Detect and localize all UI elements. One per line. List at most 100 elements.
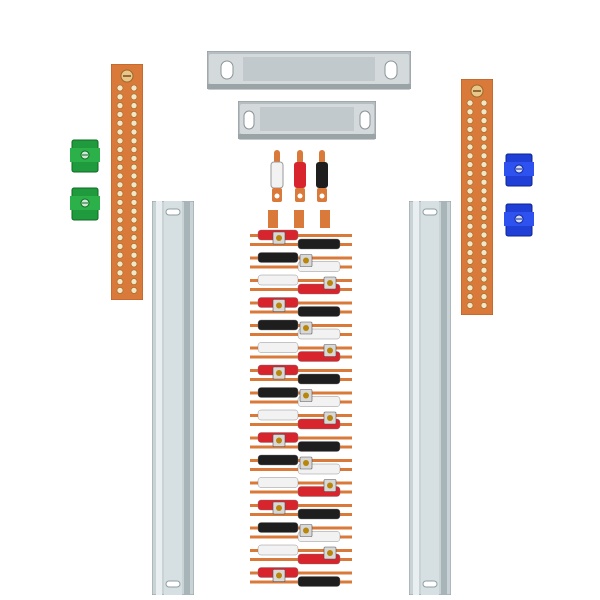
bus-bar-screw bbox=[466, 231, 474, 239]
bus-bar-screw bbox=[480, 205, 488, 212]
busbar-row bbox=[250, 252, 352, 272]
bus-bar-screw bbox=[130, 128, 138, 136]
mounting-bracket-middle bbox=[238, 101, 376, 140]
busbar-row bbox=[250, 432, 352, 452]
bus-bar-screw bbox=[116, 172, 124, 180]
bus-bar-screw bbox=[466, 293, 474, 300]
bus-bar-screw bbox=[466, 152, 474, 160]
bus-bar-screw bbox=[116, 137, 124, 145]
bus-bar-screw bbox=[116, 207, 124, 215]
bus-bar-screw bbox=[480, 275, 488, 283]
bus-bar-screw bbox=[466, 161, 474, 168]
bus-bar-screw bbox=[466, 249, 474, 256]
bus-bar-screw bbox=[466, 240, 474, 248]
busbar-row bbox=[250, 522, 352, 542]
lug-black bbox=[316, 150, 328, 202]
busbar-row bbox=[250, 319, 352, 340]
busbar-row bbox=[250, 364, 352, 385]
bus-bar-screw bbox=[116, 181, 124, 189]
busbar-row bbox=[250, 387, 352, 407]
bus-bar-screw bbox=[466, 266, 474, 274]
blue-neutral-terminal-bottom bbox=[504, 203, 534, 237]
central-busbar-assembly bbox=[250, 210, 352, 587]
bus-bar-screw bbox=[130, 102, 138, 109]
bus-bar-screw bbox=[466, 205, 474, 212]
busbar-row bbox=[250, 477, 352, 497]
bus-bar-screw bbox=[480, 302, 488, 309]
bus-bar-screw bbox=[116, 216, 124, 224]
copper-bus-bar-left bbox=[111, 64, 143, 300]
bus-bar-screw bbox=[130, 137, 138, 145]
bus-bar-screw bbox=[116, 234, 124, 241]
bus-bar-screw bbox=[466, 126, 474, 133]
bus-bar-screw bbox=[116, 111, 124, 118]
bus-bar-screws-left bbox=[116, 84, 138, 294]
busbar-row bbox=[250, 544, 352, 565]
blue-neutral-terminal-top bbox=[504, 153, 534, 187]
bus-bar-screw bbox=[130, 251, 138, 259]
busbar-row bbox=[250, 274, 352, 295]
bus-bar-screw bbox=[130, 111, 138, 118]
bus-bar-screw bbox=[480, 240, 488, 248]
bus-bar-screw bbox=[116, 251, 124, 259]
bus-bar-screw bbox=[130, 234, 138, 241]
bus-bar-screw bbox=[480, 231, 488, 239]
bus-bar-screw bbox=[116, 278, 124, 285]
bus-bar-screw bbox=[480, 126, 488, 133]
lug-white bbox=[270, 150, 284, 202]
bus-bar-screw bbox=[466, 178, 474, 186]
wire-lugs bbox=[270, 150, 328, 202]
bus-bar-screw bbox=[116, 128, 124, 136]
bus-bar-screw bbox=[116, 119, 124, 127]
bus-bar-screw bbox=[480, 99, 488, 107]
lug-red bbox=[294, 150, 306, 202]
bus-bar-screw bbox=[116, 190, 124, 197]
bus-bar-screw bbox=[480, 284, 488, 292]
bus-bar-screw bbox=[116, 163, 124, 171]
bus-bar-screw bbox=[116, 260, 124, 268]
bus-bar-screw bbox=[480, 187, 488, 195]
bus-bar-screw bbox=[130, 146, 138, 153]
bus-bar-screw bbox=[116, 225, 124, 233]
bus-bar-screw bbox=[130, 216, 138, 224]
bus-bar-screw bbox=[480, 143, 488, 151]
bus-bar-screw bbox=[480, 178, 488, 186]
bus-bar-screw bbox=[130, 243, 138, 250]
bus-bar-screw bbox=[480, 266, 488, 274]
din-rail-right bbox=[409, 201, 451, 595]
busbar-row bbox=[250, 342, 352, 362]
bus-bar-screw bbox=[466, 258, 474, 265]
mounting-bracket-top bbox=[207, 51, 411, 90]
busbar-row bbox=[250, 567, 352, 587]
busbar-row bbox=[250, 499, 352, 520]
bus-bar-screw bbox=[130, 269, 138, 277]
bus-bar-screw bbox=[480, 117, 488, 124]
bus-bar-screw bbox=[130, 190, 138, 197]
bus-bar-screw bbox=[130, 155, 138, 162]
bus-bar-screw bbox=[480, 222, 488, 230]
bus-bar-screw bbox=[116, 243, 124, 250]
bus-bar-screw bbox=[116, 287, 124, 294]
bus-bar-screw bbox=[116, 155, 124, 162]
bus-bar-screw bbox=[116, 102, 124, 109]
bus-bar-screw bbox=[480, 152, 488, 160]
bus-bar-screw bbox=[466, 302, 474, 309]
bus-bar-screw bbox=[130, 207, 138, 215]
busbar-row bbox=[250, 297, 352, 317]
bus-bar-screws-right bbox=[466, 99, 488, 309]
bus-bar-screw bbox=[480, 214, 488, 221]
bus-bar-screw bbox=[466, 143, 474, 151]
busbar-rows bbox=[250, 229, 352, 587]
bus-bar-screw bbox=[130, 172, 138, 180]
bus-bar-screw bbox=[466, 117, 474, 124]
bus-bar-screw bbox=[466, 99, 474, 107]
bus-bar-screw bbox=[466, 170, 474, 177]
bus-bar-screw bbox=[130, 119, 138, 127]
busbar-row bbox=[250, 229, 352, 250]
bus-bar-screw bbox=[480, 108, 488, 116]
green-ground-terminal-bottom bbox=[70, 187, 100, 221]
bus-bar-screw bbox=[130, 199, 138, 206]
bus-bar-screw bbox=[480, 134, 488, 142]
bus-bar-screw bbox=[480, 258, 488, 265]
